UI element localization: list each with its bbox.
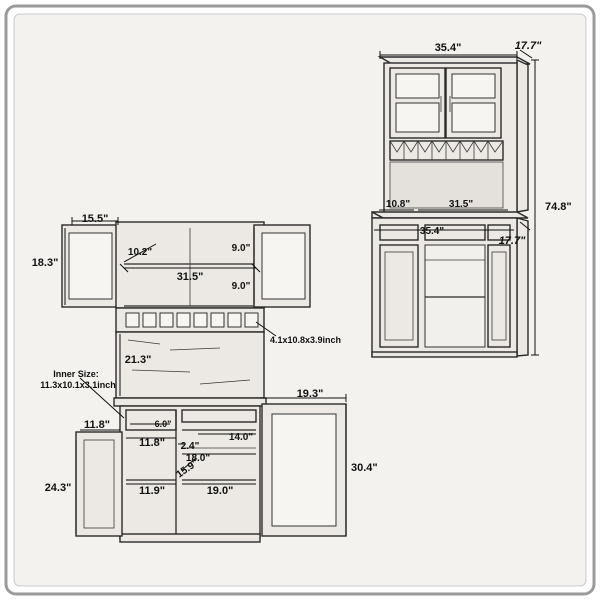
label-left-door-height: 24.3" xyxy=(45,482,72,494)
right-view-dimensions xyxy=(374,49,539,356)
label-shelf-depth: 10.2" xyxy=(128,247,152,258)
left-view-dimensions xyxy=(64,217,347,536)
label-middle-inner-width: 18.0" xyxy=(186,453,210,464)
label-right-height-total: 74.8" xyxy=(545,201,572,213)
label-drawer-inner-size-title: Inner Size: xyxy=(53,369,99,379)
label-shelf-gap-upper: 9.0" xyxy=(232,243,251,254)
label-right-base-width: 35.4" xyxy=(420,226,444,237)
label-right-bottom-width: 19.0" xyxy=(207,485,234,497)
label-right-depth-top: 17.7" xyxy=(515,40,542,52)
label-right-width-top: 35.4" xyxy=(435,42,462,54)
label-right-base-depth: 17.7" xyxy=(499,235,526,247)
label-hutch-height: 21.3" xyxy=(125,354,152,366)
label-rack-depth: 2.4" xyxy=(181,441,200,452)
label-left-bottom-width: 11.9" xyxy=(139,485,165,497)
label-left-door-width: 11.8" xyxy=(84,419,110,431)
label-shelf-gap-lower: 9.0" xyxy=(232,281,251,292)
label-drawer-inner-size-value: 11.3x10.1x3.1inch xyxy=(40,380,116,390)
label-right-door-width: 19.3" xyxy=(297,388,324,400)
label-door-width-top: 15.5" xyxy=(82,213,109,225)
label-upper-inner-width: 31.5" xyxy=(177,271,204,283)
label-right-niche-width: 10.8" xyxy=(386,199,410,210)
label-right-counter-width: 31.5" xyxy=(449,199,473,210)
exploded-cabinet-illustration xyxy=(61,221,347,543)
assembled-cabinet-illustration xyxy=(371,56,531,358)
label-drawer-depth: 6.0" xyxy=(155,419,172,429)
label-wine-slot-size: 4.1x10.8x3.9inch xyxy=(270,335,341,345)
label-lower-height: 30.4" xyxy=(351,462,378,474)
label-drawer-width: 14.0" xyxy=(229,432,253,443)
label-door-height-top: 18.3" xyxy=(32,257,59,269)
label-left-compartment-width: 11.8" xyxy=(139,437,165,449)
